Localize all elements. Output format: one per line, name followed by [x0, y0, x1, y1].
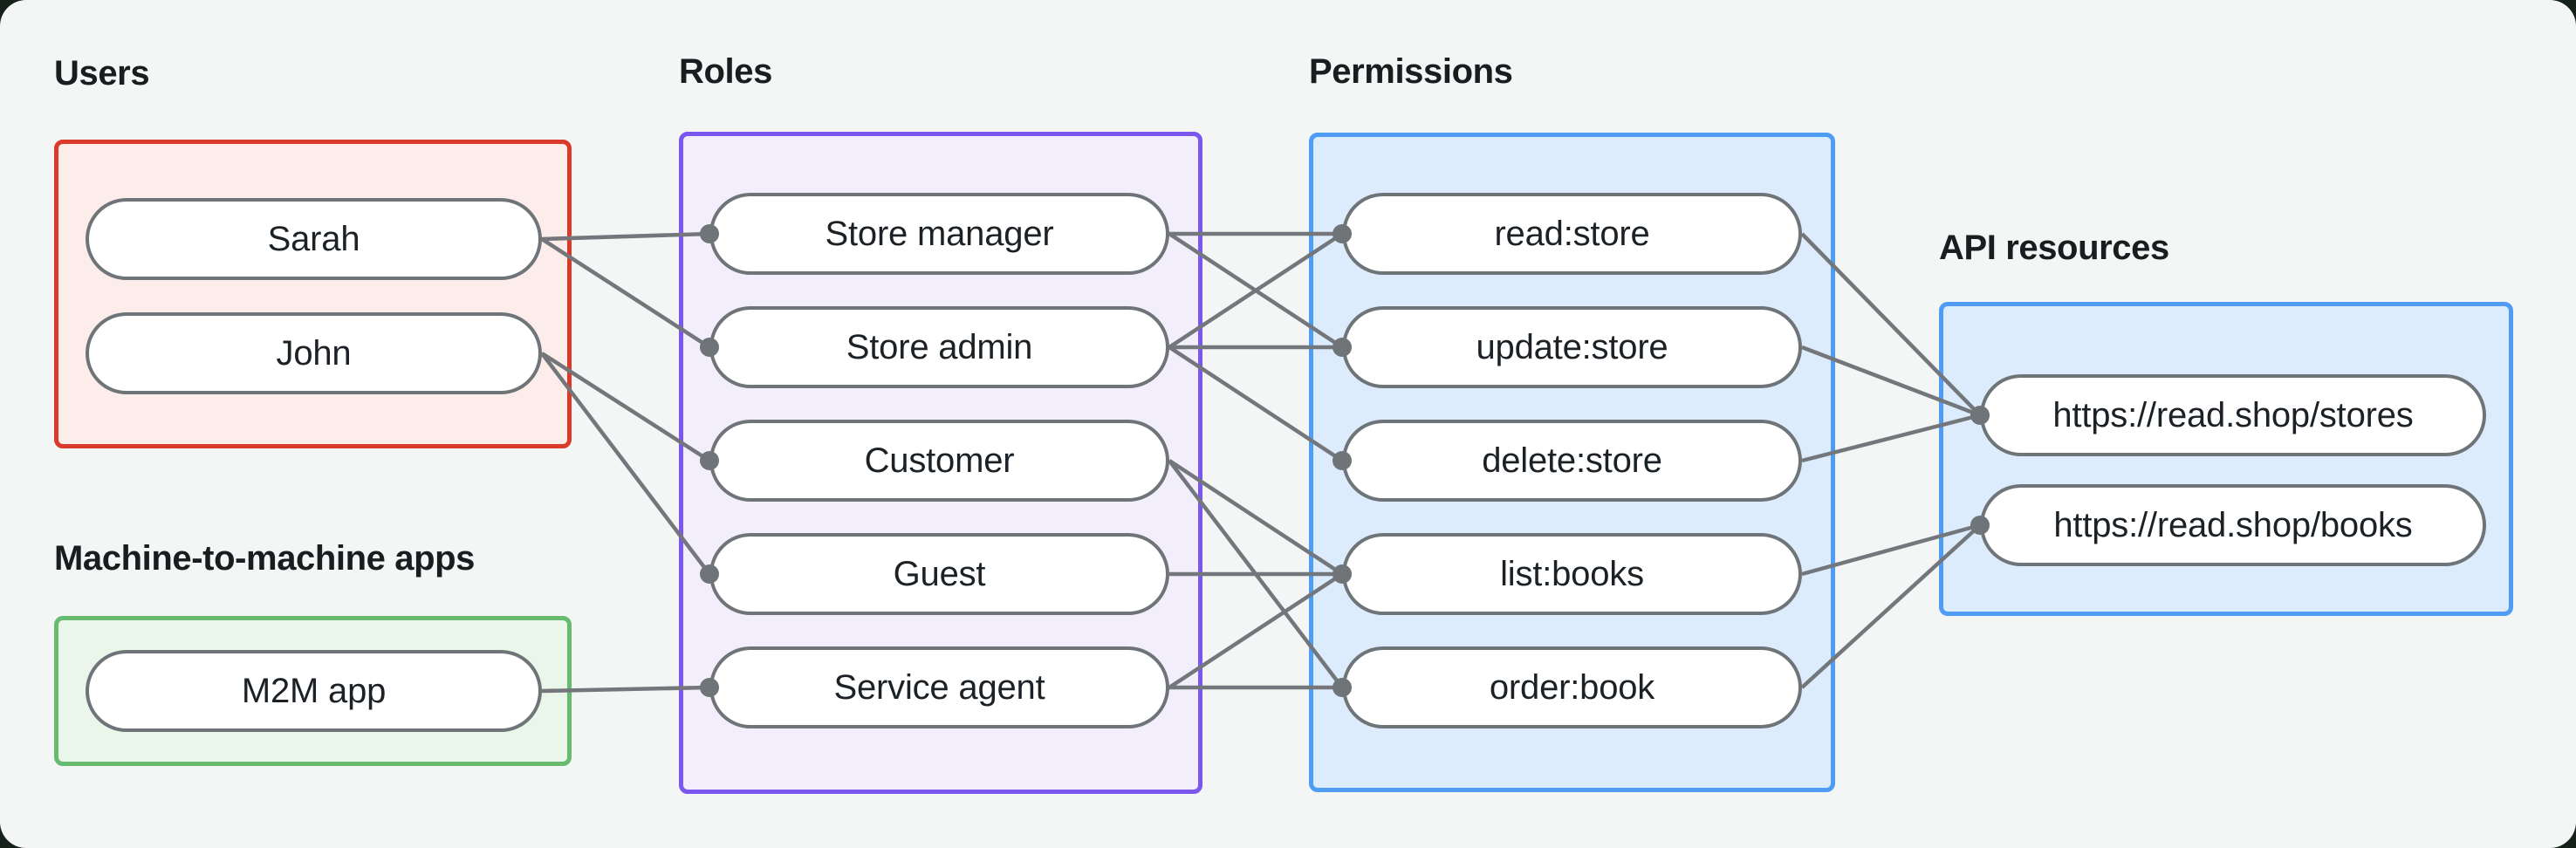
node-label-stores_api: https://read.shop/stores — [2052, 395, 2414, 434]
node-pill-books_api: https://read.shop/books — [1980, 484, 2486, 566]
node-pill-customer: Customer — [709, 420, 1169, 502]
node-pill-store_admin: Store admin — [709, 306, 1169, 388]
group-label-permissions: Permissions — [1309, 52, 1513, 91]
node-pill-update_store: update:store — [1342, 306, 1802, 388]
node-label-guest: Guest — [893, 554, 986, 593]
node-pill-stores_api: https://read.shop/stores — [1980, 374, 2486, 456]
node-pill-sarah: Sarah — [86, 198, 542, 280]
group-label-m2m: Machine-to-machine apps — [54, 539, 475, 578]
node-label-delete_store: delete:store — [1482, 441, 1662, 480]
node-label-sarah: Sarah — [267, 219, 360, 258]
node-pill-m2m_app: M2M app — [86, 650, 542, 732]
node-label-books_api: https://read.shop/books — [2053, 505, 2413, 544]
node-pill-service_agent: Service agent — [709, 646, 1169, 728]
node-pill-list_books: list:books — [1342, 533, 1802, 615]
group-label-users: Users — [54, 54, 150, 92]
node-label-update_store: update:store — [1476, 327, 1668, 366]
group-label-roles: Roles — [679, 52, 772, 91]
node-label-m2m_app: M2M app — [241, 671, 387, 710]
node-label-store_manager: Store manager — [825, 214, 1054, 253]
node-pill-guest: Guest — [709, 533, 1169, 615]
node-label-order_book: order:book — [1489, 667, 1655, 707]
node-pill-order_book: order:book — [1342, 646, 1802, 728]
node-label-service_agent: Service agent — [833, 667, 1045, 707]
group-box-users — [54, 140, 572, 448]
node-pill-delete_store: delete:store — [1342, 420, 1802, 502]
node-label-store_admin: Store admin — [846, 327, 1033, 366]
node-pill-read_store: read:store — [1342, 193, 1802, 275]
group-box-api — [1939, 302, 2513, 616]
node-label-read_store: read:store — [1494, 214, 1650, 253]
group-label-api: API resources — [1939, 229, 2169, 267]
node-label-john: John — [276, 333, 352, 373]
node-label-customer: Customer — [864, 441, 1015, 480]
node-pill-john: John — [86, 312, 542, 394]
node-pill-store_manager: Store manager — [709, 193, 1169, 275]
node-label-list_books: list:books — [1500, 554, 1644, 593]
